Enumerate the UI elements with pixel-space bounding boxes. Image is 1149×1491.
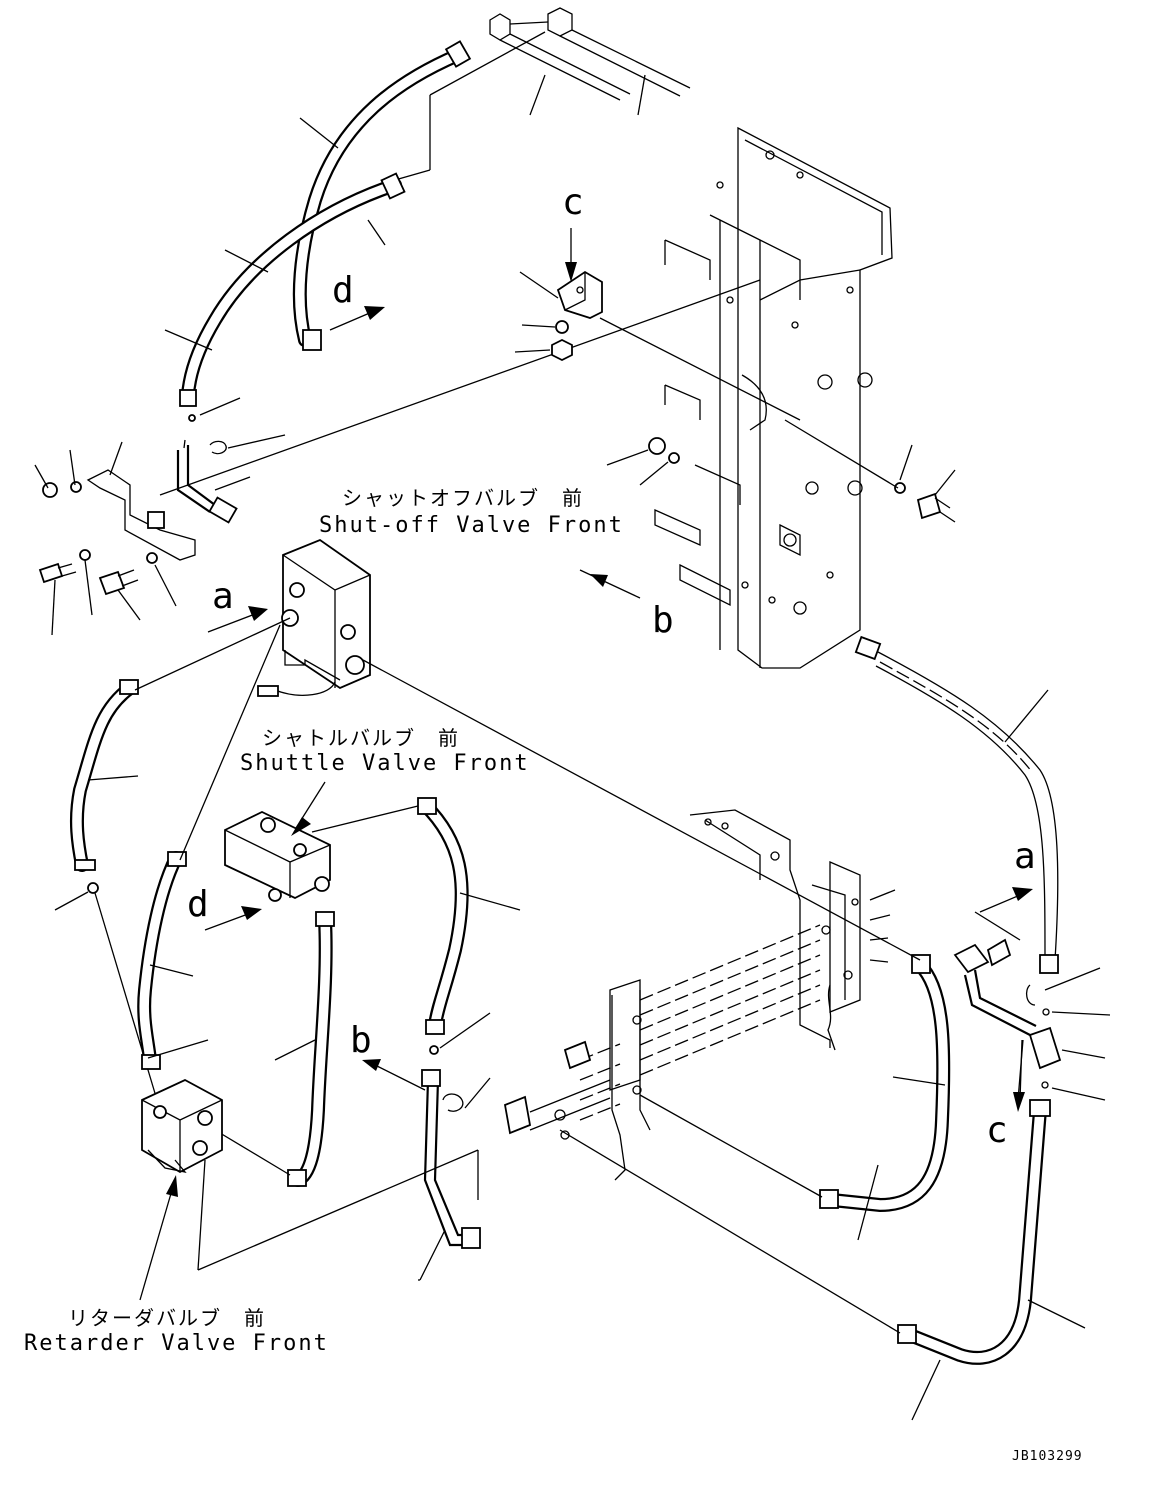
frame-panel bbox=[606, 126, 956, 669]
shuttle-valve-label-jp: シャトルバルブ 前 bbox=[262, 726, 460, 750]
view-letter-b-right: b bbox=[652, 600, 674, 641]
view-letter-b-lower: b bbox=[350, 1020, 372, 1061]
view-letter-d-lower: d bbox=[187, 884, 209, 925]
shutoff-valve-label-en: Shut-off Valve Front bbox=[319, 513, 624, 538]
left-bracket-fasteners bbox=[34, 279, 761, 636]
drawing-code: JB103299 bbox=[1012, 1449, 1083, 1464]
left-vertical-hoses bbox=[54, 617, 291, 1111]
cooler-assembly bbox=[503, 809, 896, 1181]
retarder-valve-label-en: Retarder Valve Front bbox=[24, 1331, 329, 1356]
view-letter-a-right: a bbox=[1014, 836, 1036, 877]
center-bracket bbox=[514, 270, 801, 421]
view-letter-d-upper: d bbox=[332, 270, 354, 311]
retarder-valve bbox=[141, 1078, 479, 1271]
shutoff-valve bbox=[257, 538, 371, 697]
retarder-valve-label-jp: リターダバルブ 前 bbox=[68, 1306, 266, 1330]
shutoff-valve-label-jp: シャットオフバルブ 前 bbox=[342, 486, 584, 510]
view-letter-a-left: a bbox=[212, 576, 234, 617]
b-side-pipe bbox=[418, 1069, 491, 1281]
view-arrows bbox=[139, 228, 1033, 1301]
view-letter-c-lower: c bbox=[986, 1110, 1008, 1151]
right-long-hose bbox=[854, 635, 1059, 974]
shuttle-valve-label-en: Shuttle Valve Front bbox=[240, 751, 530, 776]
upper-left-hoses bbox=[164, 40, 472, 407]
top-pipe-assembly bbox=[394, 7, 691, 181]
right-elbow-fittings bbox=[953, 911, 1111, 1101]
right-lower-hoses bbox=[362, 659, 1086, 1421]
shuttle-valve bbox=[224, 805, 419, 902]
center-hoses bbox=[214, 797, 521, 1187]
view-letter-c-upper: c bbox=[562, 182, 584, 223]
